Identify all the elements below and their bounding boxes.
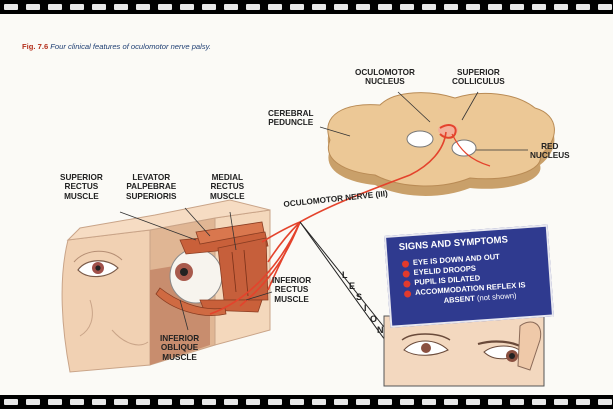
lesion-letter-s: S: [356, 292, 362, 302]
bullet-dot-icon: [403, 280, 410, 287]
lesion-letter-e: E: [349, 281, 355, 291]
bullet-dot-icon: [402, 270, 409, 277]
lesion-letter-n: N: [377, 325, 384, 335]
lesion-letter-l: L: [342, 270, 348, 280]
signs-and-symptoms-title: SIGNS AND SYMPTOMS: [398, 234, 508, 253]
lesion-letter-i: I: [364, 303, 367, 313]
symptom-list: EYE IS DOWN AND OUT EYELID DROOPS PUPIL …: [402, 250, 527, 308]
bullet-dot-icon: [404, 290, 411, 297]
aqueduct-opening: [407, 131, 433, 147]
brainstem-section: [328, 93, 555, 196]
signs-and-symptoms-panel: SIGNS AND SYMPTOMS EYE IS DOWN AND OUT E…: [384, 225, 554, 328]
lesion-letter-o: O: [370, 314, 377, 324]
red-nucleus-region: [452, 140, 476, 156]
bullet-dot-icon: [402, 260, 409, 267]
